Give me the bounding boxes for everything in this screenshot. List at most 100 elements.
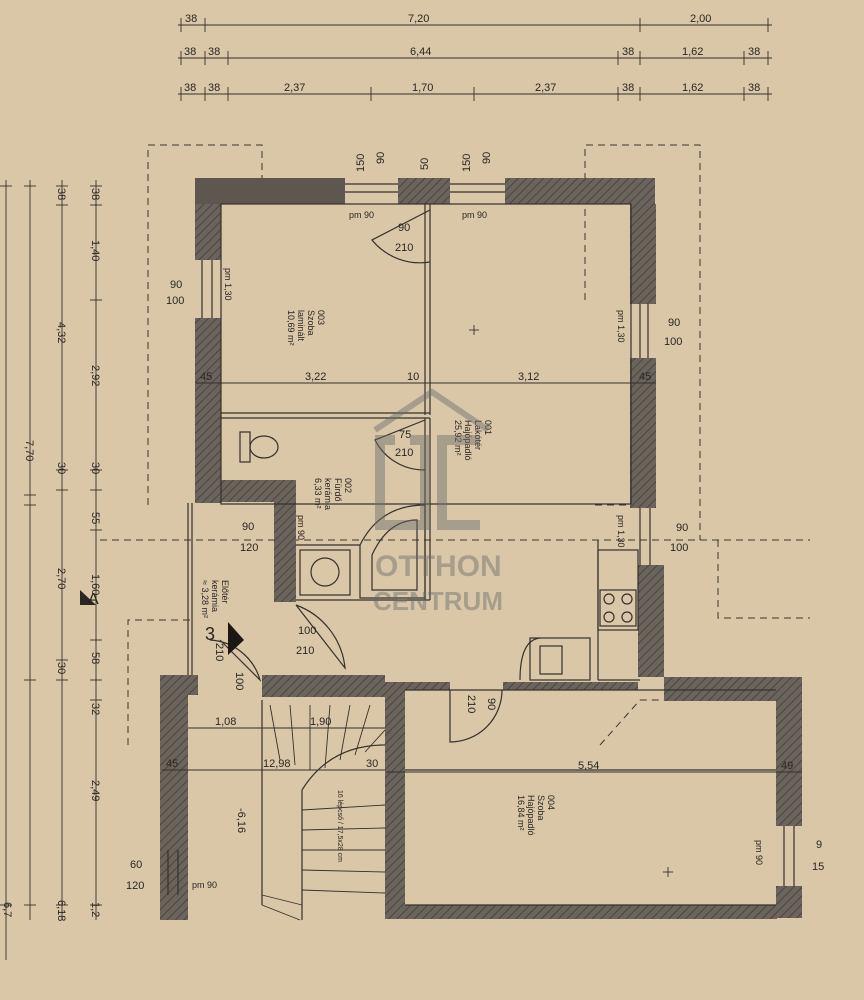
wall-stair-top: [262, 675, 385, 697]
wall-left-upper: [195, 204, 221, 260]
pm-bath: pm 90: [296, 515, 306, 540]
door-002-h: 210: [395, 447, 413, 459]
win-left-h: 100: [166, 295, 184, 307]
top3-dim-4: 2,37: [535, 82, 556, 94]
dim-45-left: 45: [200, 371, 212, 383]
room-002-area: 6,33 m²: [313, 478, 323, 509]
win-right-upper-w: 90: [668, 317, 680, 329]
door-004-swing: [449, 689, 503, 743]
door-004-w: 90: [485, 698, 497, 710]
cooktop: [599, 589, 637, 627]
section-number: 3: [205, 624, 215, 644]
watermark-line1: OTTHON: [375, 550, 502, 583]
left3-dim-3: 30: [89, 462, 101, 474]
section-letter: A: [88, 591, 99, 608]
room-labels: 003 Szoba laminált 10,69 m² 001 Lakótér …: [200, 310, 556, 836]
level-mark: -6,16: [235, 808, 247, 833]
wall-stair-bottom-left: [160, 895, 188, 920]
win-right-lower-h: 100: [670, 542, 688, 554]
win-left-bath-h: 120: [240, 542, 258, 554]
room-001-floor: Hajópadló: [463, 420, 473, 461]
wall-ext-right-low: [776, 886, 802, 918]
wall-ext-right: [776, 701, 802, 826]
left3-dim-8: 2,49: [89, 780, 101, 801]
top1-dim-1: 7,20: [408, 13, 429, 25]
win-right-upper-h: 100: [664, 336, 682, 348]
left2-dim-0: 38: [55, 188, 67, 200]
door-hall-h: 210: [296, 645, 314, 657]
room-004: 004 Szoba Hajópadló 16,84 m²: [516, 795, 556, 836]
door-swings: [209, 209, 503, 743]
washing-machine: [299, 549, 351, 596]
walls: [160, 178, 802, 920]
win-004-b: 15: [812, 861, 824, 873]
left3-dim-7: 32: [89, 703, 101, 715]
room-003-number: 003: [316, 310, 326, 325]
top2-dim-1: 38: [208, 46, 220, 58]
win-top-mid-w: 50: [419, 158, 431, 170]
toilet-tank: [239, 431, 251, 463]
room-003-name: Szoba: [306, 310, 316, 336]
win-004-a: 9: [816, 839, 822, 851]
logo-house-icon: [373, 388, 490, 433]
interior-lines: [167, 183, 795, 906]
dim-45-stair: 45: [166, 758, 178, 770]
wall-top-right: [505, 178, 655, 204]
pm-top-left: pm 90: [349, 210, 374, 220]
door-003-swing: [371, 209, 431, 264]
watermark-line2: CENTRUM: [373, 586, 503, 616]
left3-dim-9: 1,2: [89, 902, 101, 917]
door-003-h: 210: [395, 242, 413, 254]
room-002: 002 Fürdő kerámia 6,33 m²: [313, 478, 353, 510]
logo-o-icon: [375, 435, 430, 530]
top3-dim-7: 38: [748, 82, 760, 94]
win-left-w: 90: [170, 279, 182, 291]
top3-dim-2: 2,37: [284, 82, 305, 94]
section-arrow-icon: [80, 590, 96, 605]
staircase: [261, 700, 386, 921]
dim-312: 3,12: [518, 371, 539, 383]
room-hall: Előtér kerámia ≈ 3,28 m²: [200, 580, 230, 618]
room-001: 001 Lakótér Hajópadló 25,92 m²: [453, 420, 493, 461]
win-top-left-w: 150: [355, 154, 367, 172]
bathtub: [359, 504, 426, 599]
wall-left-lower: [160, 675, 188, 920]
room-003: 003 Szoba laminált 10,69 m²: [286, 310, 326, 346]
left3-dim-5: 1,60: [89, 574, 101, 595]
door-002-swing: [374, 419, 426, 471]
left3-dim-0: 38: [89, 188, 101, 200]
dim-190: 1,90: [310, 716, 331, 728]
top1-dim-2: 2,00: [690, 13, 711, 25]
room-001-number: 001: [483, 420, 493, 435]
watermark: OTTHON CENTRUM: [373, 388, 503, 616]
left3-dim-1: 1,40: [89, 240, 101, 261]
toilet-bowl: [249, 435, 279, 459]
pm-right-upper: pm 1,30: [616, 310, 626, 343]
left2-dim-1: 4,32: [55, 322, 67, 343]
dim-10: 10: [407, 371, 419, 383]
dim-30: 30: [366, 758, 378, 770]
win-top-left-h: 90: [375, 152, 387, 164]
dim-49: 49: [781, 760, 793, 772]
room-004-name: Szoba: [536, 795, 546, 821]
opening-labels: 150 90 50 150 90 pm 90 pm 90 90 210 90 1…: [126, 152, 824, 892]
win-bottom-left-h: 120: [126, 880, 144, 892]
door-entry-swing: [209, 639, 262, 683]
win-bottom-left-w: 60: [130, 859, 142, 871]
dim-45-right: 45: [639, 371, 651, 383]
pm-left: pm 1,30: [223, 268, 233, 301]
left3-dim-6: 58: [89, 652, 101, 664]
left1-dim: 7,70: [23, 440, 35, 461]
room-hall-area: ≈ 3,28 m²: [200, 580, 210, 618]
entry-arrow-icon: [228, 622, 244, 655]
wall-bottom-right: [405, 905, 777, 919]
top2-dim-2: 6,44: [410, 46, 431, 58]
top3-dim-1: 38: [208, 82, 220, 94]
top3-dim-6: 1,62: [682, 82, 703, 94]
dim-554: 5,54: [578, 760, 599, 772]
left2-dim-4: 30: [55, 662, 67, 674]
door-entry-w: 100: [233, 672, 245, 690]
dim-1298: 12,98: [263, 758, 291, 770]
door-entry-h: 210: [213, 643, 225, 661]
